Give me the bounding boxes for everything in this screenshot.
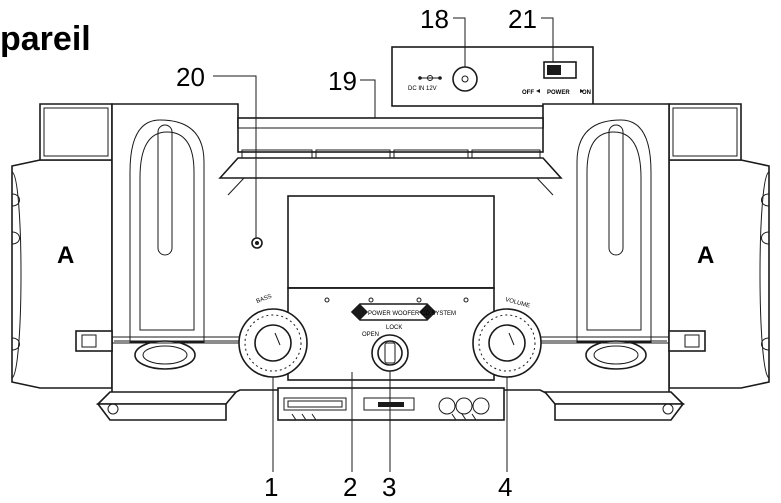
- dc-in-jack: [452, 66, 478, 92]
- page-heading: pareil: [0, 20, 91, 58]
- left-cabinet: [11, 159, 113, 389]
- left-bass-port: [134, 340, 196, 370]
- system-badge: POWER WOOFER CD SYSTEM: [350, 303, 456, 321]
- cd-door: [287, 195, 495, 381]
- power-label: POWER: [547, 90, 570, 96]
- volume-knob: [472, 308, 542, 378]
- carry-handle: [237, 117, 544, 159]
- callout-18: 18: [420, 4, 449, 34]
- callout-1: 1: [264, 472, 278, 498]
- callout-19: 19: [328, 66, 357, 96]
- right-cabinet: [668, 159, 770, 389]
- right-side-mark: A: [697, 242, 714, 269]
- open-label: OPEN: [362, 332, 379, 338]
- power-on-label: ON: [582, 90, 591, 96]
- dc-in-label: DC IN 12V: [408, 86, 437, 92]
- callout-20: 20: [176, 62, 205, 92]
- power-switch: [543, 61, 577, 79]
- lock-label: LOCK: [386, 325, 402, 331]
- system-badge-text: POWER WOOFER CD SYSTEM: [368, 311, 456, 317]
- right-bass-port: [585, 340, 647, 370]
- bass-knob: [238, 308, 308, 378]
- left-latch: [75, 330, 113, 352]
- callout-4: 4: [498, 472, 512, 498]
- bass-knob-label: BASS: [256, 294, 273, 305]
- boombox-body: POWER WOOFER CD SYSTEM OPEN LOCK BASS VO…: [11, 103, 770, 421]
- power-off-label: OFF: [522, 90, 534, 96]
- callout-3: 3: [382, 472, 396, 498]
- dc-polarity-icon: [418, 75, 442, 81]
- callout-leaders: [213, 17, 554, 472]
- right-latch: [668, 330, 706, 352]
- callout-2: 2: [343, 472, 357, 498]
- power-indicator-led: [251, 237, 263, 249]
- left-side-mark: A: [57, 242, 74, 269]
- rear-panel-inset: DC IN 12V OFF POWER ON: [391, 46, 594, 107]
- callout-21: 21: [508, 4, 537, 34]
- bottom-control-strip: [277, 387, 505, 421]
